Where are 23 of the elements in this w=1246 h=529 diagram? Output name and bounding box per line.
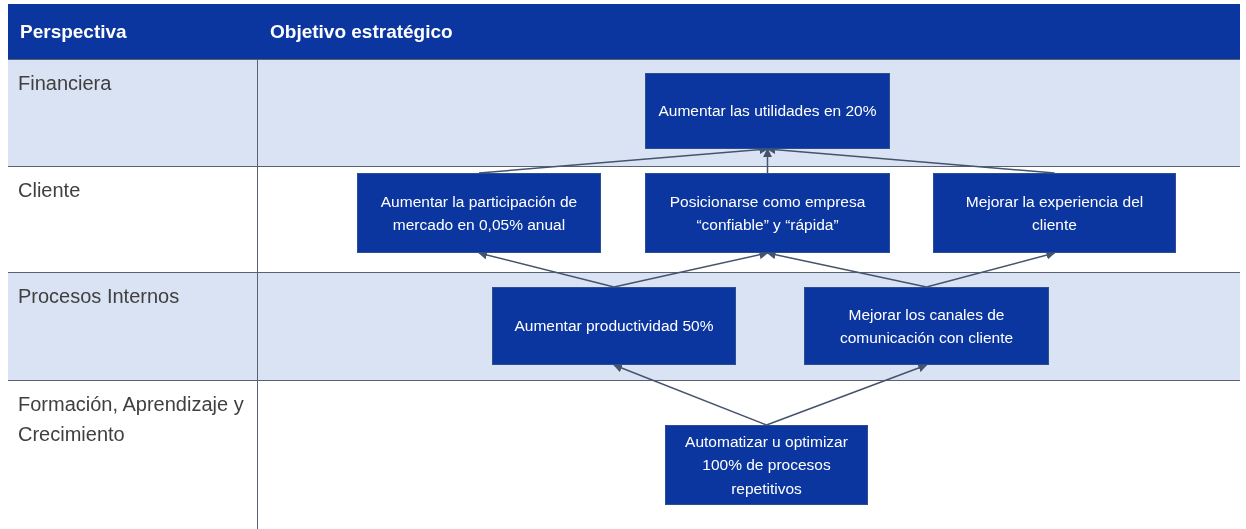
objective-text: Aumentar las utilidades en 20% [658, 101, 877, 122]
arrow [613, 363, 768, 426]
objective-box [645, 73, 890, 149]
objective-text: Posicionarse como empresa “confiable” y “rápida” [668, 191, 867, 235]
objective-text: Mejorar la experiencia del cliente [964, 191, 1145, 235]
objective-text: Aumentar productividad 50% [514, 316, 714, 337]
row-label: Procesos Internos [18, 284, 181, 309]
objective-text: Aumentar la participación de mercado en 0,05% anual [379, 191, 579, 235]
arrow [763, 148, 772, 174]
arrow [765, 363, 928, 426]
objective-box [492, 287, 736, 365]
row-label: Cliente [18, 178, 82, 203]
row-label: Formación, Aprendizaje y Crecimiento [18, 392, 245, 447]
objective-text: Automatizar u optimizar 100% de procesos repetitivos [684, 432, 849, 499]
row-label: Financiera [18, 71, 113, 96]
column-header: Perspectiva [19, 20, 128, 43]
objective-box [804, 287, 1049, 365]
objective-box [645, 173, 890, 253]
objective-box [665, 425, 868, 505]
objective-text: Mejorar los canales de comunicación con cliente [838, 304, 1015, 348]
objective-box [933, 173, 1176, 253]
column-header: Objetivo estratégico [269, 20, 454, 43]
objective-box [357, 173, 601, 253]
